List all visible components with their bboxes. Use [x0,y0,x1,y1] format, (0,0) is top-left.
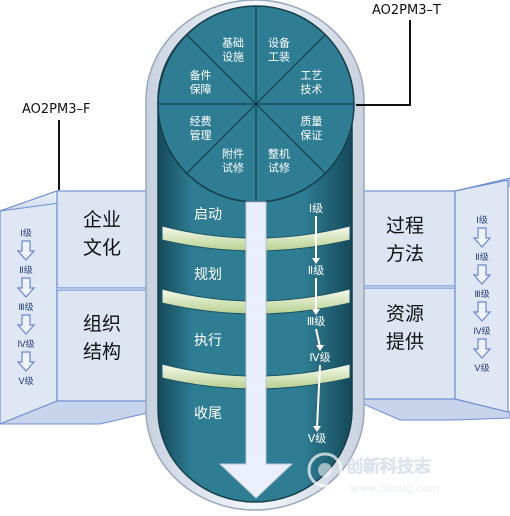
pie-segment-label-line2: 试修 [222,160,244,174]
level-label: Ⅰ级 [476,214,488,226]
level-label: Ⅲ级 [18,301,33,313]
level-down-arrow-icon [472,301,492,322]
right-bottom-label-line1: 资源 [386,303,424,325]
level-label: Ⅴ级 [18,375,33,387]
pie-segment-label-line2: 管理 [190,128,212,142]
pie-segment-label-line2: 设施 [222,51,244,64]
callout-left: AO2PM3–F [22,102,90,190]
center-level-arrowhead [316,345,324,351]
watermark-logo-icon [307,452,343,488]
left-bottom-label-line2: 结构 [83,341,121,363]
level-label: Ⅱ级 [19,264,32,276]
pie-segment-label-line2: 工装 [268,51,290,64]
center-level-label: Ⅱ级 [308,264,324,277]
level-down-arrow-icon [472,227,492,248]
callout-left-label: AO2PM3–F [22,102,90,117]
left-bottom-label-line1: 组织 [83,313,121,335]
right-bottom-label-line2: 提供 [386,331,424,353]
level-down-arrow-icon [472,338,492,359]
pie-divider-line [186,103,257,174]
phase-label: 执行 [194,333,222,349]
left-top-label-line2: 文化 [83,237,121,259]
center-level-label: Ⅲ级 [307,315,326,328]
pie-divider-line [255,34,326,105]
pie-segment-label-line1: 经费 [190,115,212,128]
callout-right: AO2PM3–T [356,3,441,106]
right-block-top-panel [351,190,456,287]
left-block-bottom-panel [56,289,161,402]
level-down-arrow-icon [16,240,36,261]
level-label: Ⅱ级 [475,251,488,263]
level-label: Ⅴ级 [474,362,489,374]
pie-segment-label-line1: 设备 [268,36,290,50]
level-down-arrow-icon [16,351,36,372]
pie-segment-label-line1: 质量 [300,115,322,128]
right-level-ladder: Ⅰ级 Ⅱ级 Ⅲ级 Ⅳ级 Ⅴ级 [472,214,492,374]
level-down-arrow-icon [472,264,492,285]
phase-label: 收尾 [194,406,222,422]
right-top-label-line2: 方法 [386,243,424,265]
left-level-ladder: Ⅰ级 Ⅱ级 Ⅲ级 Ⅳ级 Ⅴ级 [16,227,36,387]
left-top-label-line1: 企业 [83,209,121,231]
left-block-top-panel [56,190,161,289]
callout-right-label: AO2PM3–T [372,3,441,18]
level-label: Ⅲ级 [474,288,489,300]
level-label: Ⅳ级 [17,338,34,350]
pie-segment-label-line2: 试修 [268,160,290,174]
right-top-label-line1: 过程 [386,215,424,237]
phase-label: 规划 [194,267,222,283]
pie-divider-line [186,34,257,105]
center-level-connector [315,328,321,348]
pie-segment-label-line1: 工艺 [300,69,322,82]
center-level-arrowhead [312,309,320,315]
watermark-line2: www.5ixnkj.com [350,482,439,495]
pie-divider-lines [158,6,354,202]
center-level-label: Ⅴ级 [308,432,327,445]
level-down-arrow-icon [16,314,36,335]
center-level-label: Ⅰ级 [309,202,323,215]
pie-segment-label-line1: 基础 [222,37,244,50]
left-block: 企业 文化 组织 结构 Ⅰ级 Ⅱ级 Ⅲ级 Ⅳ级 Ⅴ级 [0,190,161,425]
watermark-logo-dot [318,463,332,477]
center-level-label: Ⅳ级 [309,351,330,364]
phase-label: 启动 [194,207,222,223]
callout-right-leader [356,20,411,106]
pie-segment-label-line1: 备件 [190,68,212,82]
level-label: Ⅳ级 [473,325,490,337]
watermark: 创新科技志 www.5ixnkj.com [307,452,440,495]
pie-segment-label-line1: 整机 [268,146,290,160]
level-label: Ⅰ级 [20,227,32,239]
pie-segment-label-line1: 附件 [222,146,244,160]
pie-segment-label-line2: 技术 [300,83,322,96]
center-level-chain: Ⅰ级 Ⅱ级 Ⅲ级 Ⅳ级 Ⅴ级 [307,202,331,445]
pie-divider-line [255,103,326,174]
center-level-arrowhead [313,426,321,432]
pie-segment-label-line2: 保障 [190,82,212,96]
right-block: 过程 方法 资源 提供 Ⅰ级 Ⅱ级 Ⅲ级 Ⅳ级 Ⅴ级 [351,177,510,421]
center-level-connector [316,364,321,429]
pie-segment-label-line2: 保证 [300,128,322,142]
center-level-arrowhead [312,258,320,264]
right-block-side-panel [454,179,509,413]
watermark-line1: 创新科技志 [345,456,431,477]
big-down-arrow [218,201,294,499]
level-down-arrow-icon [16,277,36,298]
